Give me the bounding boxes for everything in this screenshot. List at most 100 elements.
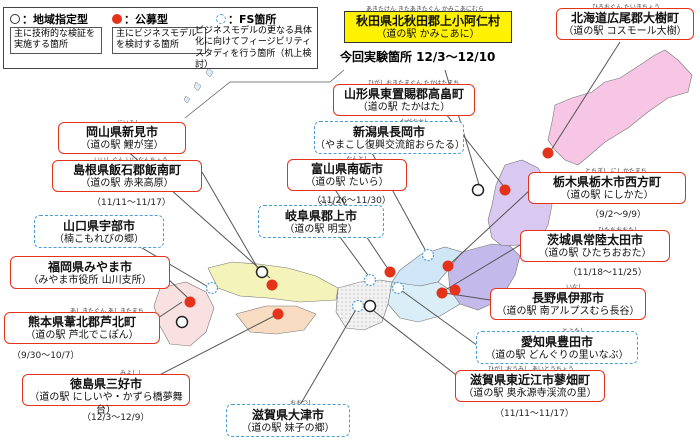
site-card-ube[interactable]: 山口県宇部市 （楠こもれびの郷） — [34, 215, 164, 248]
white-circle-icon — [10, 14, 20, 24]
marker-ashikita[interactable] — [175, 315, 189, 329]
site-station: （道の駅 鯉が窪） — [80, 140, 164, 151]
site-title: 熊本県葦北郡芦北町 — [27, 315, 136, 329]
site-card-iinan[interactable]: 島根県飯石郡飯南町 （道の駅 赤来高原） — [52, 160, 202, 192]
site-date: （11/11～11/17） — [92, 198, 171, 208]
site-station: （道の駅 芦北でこぽん） — [25, 330, 139, 341]
site-title: 滋賀県東近江市蓼畑町 — [469, 373, 590, 387]
site-title: 山口県宇部市 — [62, 219, 135, 233]
site-title: 富山県南砺市 — [310, 162, 383, 176]
site-card-aito[interactable]: 滋賀県東近江市蓼畑町 （道の駅 奥永源寺渓流の里） — [455, 370, 605, 402]
site-date: （11/11～11/17） — [495, 409, 574, 419]
marker-toyota[interactable] — [391, 281, 405, 295]
site-station: （道の駅 にしかた） — [560, 190, 654, 201]
site-ruby: みよしし — [120, 368, 144, 377]
marker-ube[interactable] — [205, 281, 219, 295]
site-card-hitachiota[interactable]: 茨城県常陸太田市 （道の駅 ひたちおおた） — [520, 230, 670, 262]
current-period: 今回実験箇所 12/3～12/10 — [340, 50, 496, 64]
site-title: 岐阜県郡上市 — [284, 209, 357, 223]
site-ruby: ぐじょうし — [318, 200, 349, 207]
site-card-ashikita[interactable]: 熊本県葦北郡芦北町 （道の駅 芦北でこぽん） — [4, 312, 160, 344]
site-station: （楠こもれびの郷） — [54, 234, 144, 245]
site-card-niimi[interactable]: 岡山県新見市 （道の駅 鯉が窪） — [58, 122, 186, 154]
site-markers — [175, 147, 554, 329]
site-card-toyota[interactable]: 愛知県豊田市 （道の駅 どんぐりの里いなぶ） — [476, 331, 638, 364]
site-title: 徳島県三好市 — [69, 377, 142, 391]
legend-type1: ：地域指定型 — [10, 11, 88, 27]
site-station: （道の駅 どんぐりの里いなぶ） — [485, 350, 629, 361]
site-card-miyama[interactable]: 福岡県みやま市 （みやま市役所 山川支所） — [10, 256, 170, 289]
current-site-box[interactable]: 秋田県北秋田郡上小阿仁村 （道の駅 かみこあに） — [344, 11, 512, 43]
site-ruby: ひがしおきたまぐん たかはたまち — [368, 78, 459, 87]
site-station: （道の駅 妹子の郷） — [241, 423, 335, 434]
site-card-taiki[interactable]: 北海道広尾郡大樹町 （道の駅 コスモール大樹） — [556, 8, 694, 40]
site-station: （道の駅 明宝） — [284, 224, 358, 235]
shikoku-region — [235, 305, 317, 335]
site-card-nanto[interactable]: 富山県南砺市 （道の駅 たいら） — [287, 159, 407, 191]
marker-nagaoka[interactable] — [421, 248, 435, 262]
marker-miyama[interactable] — [184, 296, 196, 308]
site-title: 長野県伊那市 — [531, 291, 604, 305]
site-ruby: いなし — [566, 282, 584, 291]
hokkaido-region — [547, 49, 693, 166]
site-station: （やまこし復興交流館おらたる） — [315, 140, 465, 151]
marker-nanto[interactable] — [384, 266, 396, 278]
site-station: （道の駅 南アルプスむら長谷） — [496, 306, 640, 317]
marker-hitachiota[interactable] — [436, 287, 448, 299]
site-card-gujo[interactable]: 岐阜県郡上市 （道の駅 明宝） — [258, 205, 384, 238]
site-ruby: ひろおぐん たいきちょう — [592, 2, 660, 11]
site-ruby: おおつし — [290, 398, 314, 407]
site-title: 新潟県長岡市 — [352, 125, 425, 139]
marker-niimi[interactable] — [266, 279, 278, 291]
site-card-ina[interactable]: 長野県伊那市 （道の駅 南アルプスむら長谷） — [490, 288, 646, 320]
site-title: 島根県飯石郡飯南町 — [72, 163, 181, 177]
legend-type2-desc: 主にビジネスモデルを検討する箇所 — [112, 27, 206, 54]
legend-type1-desc: 主に技術的な検証を実施する箇所 — [10, 27, 102, 54]
marker-kamikoani[interactable] — [471, 183, 485, 197]
site-station: （道の駅 奥永源寺渓流の里） — [463, 388, 597, 399]
site-card-otsu[interactable]: 滋賀県大津市 （道の駅 妹子の郷） — [226, 404, 350, 437]
site-station: （道の駅 赤来高原） — [80, 178, 174, 189]
site-card-takahata[interactable]: 山形県東置賜郡高畠町 （道の駅 たかはた） — [333, 84, 475, 116]
site-title: 栃木県栃木市西方町 — [552, 175, 661, 189]
site-date: （9/2～9/9） — [590, 210, 646, 220]
site-date: （9/30～10/7） — [12, 351, 80, 361]
site-title: 滋賀県大津市 — [251, 408, 324, 422]
site-card-miyoshi[interactable]: 徳島県三好市 （道の駅 にしいや・かずら橋夢舞台） — [22, 374, 190, 416]
marker-gujo[interactable] — [363, 273, 377, 287]
marker-iinan[interactable] — [255, 265, 269, 279]
site-title: 茨城県常陸太田市 — [546, 233, 643, 247]
marker-takahata[interactable] — [499, 184, 511, 196]
site-date: （11/18～11/25） — [568, 268, 647, 278]
site-station: （道の駅 ひたちおおた） — [538, 248, 652, 259]
kyushu-region — [153, 281, 215, 347]
site-card-nagaoka[interactable]: 新潟県長岡市 （やまこし復興交流館おらたる） — [314, 121, 465, 154]
site-ruby: あしきたぐん あしきたまち — [70, 306, 144, 315]
site-station: （道の駅 たかはた） — [357, 102, 451, 113]
site-title: 北海道広尾郡大樹町 — [570, 11, 679, 25]
current-site-station: （道の駅 かみこあに） — [376, 29, 480, 40]
marker-tochigi[interactable] — [442, 260, 454, 272]
legend-type2: ：公募型 — [112, 11, 168, 27]
dashed-circle-icon — [216, 14, 226, 24]
marker-otsu[interactable] — [351, 299, 365, 313]
legend-type3: ：FS箇所 — [216, 11, 276, 27]
red-circle-icon — [112, 14, 122, 24]
marker-miyoshi[interactable] — [272, 308, 284, 320]
marker-aito[interactable] — [363, 299, 377, 313]
current-site-title: 秋田県北秋田郡上小阿仁村 — [355, 14, 500, 28]
marker-ina[interactable] — [449, 284, 461, 296]
site-title: 福岡県みやま市 — [47, 260, 132, 274]
site-title: 岡山県新見市 — [85, 125, 158, 139]
site-station: （みやま市役所 山川支所） — [28, 275, 152, 286]
site-station: （道の駅 コスモール大樹） — [563, 26, 687, 37]
site-station: （道の駅 にしいや・かずら橋夢舞台） — [29, 392, 183, 416]
site-card-tochigi[interactable]: 栃木県栃木市西方町 （道の駅 にしかた） — [528, 172, 686, 204]
site-date: （11/26～11/30） — [312, 196, 391, 206]
okinawa-inset-line — [184, 69, 345, 119]
legend-type3-desc: ビジネスモデルの更なる具体化に向けてフィージビリティスタディを行う箇所（机上検討… — [195, 26, 313, 70]
marker-taiki[interactable] — [542, 147, 554, 159]
site-date: （12/3～12/9） — [82, 413, 150, 423]
